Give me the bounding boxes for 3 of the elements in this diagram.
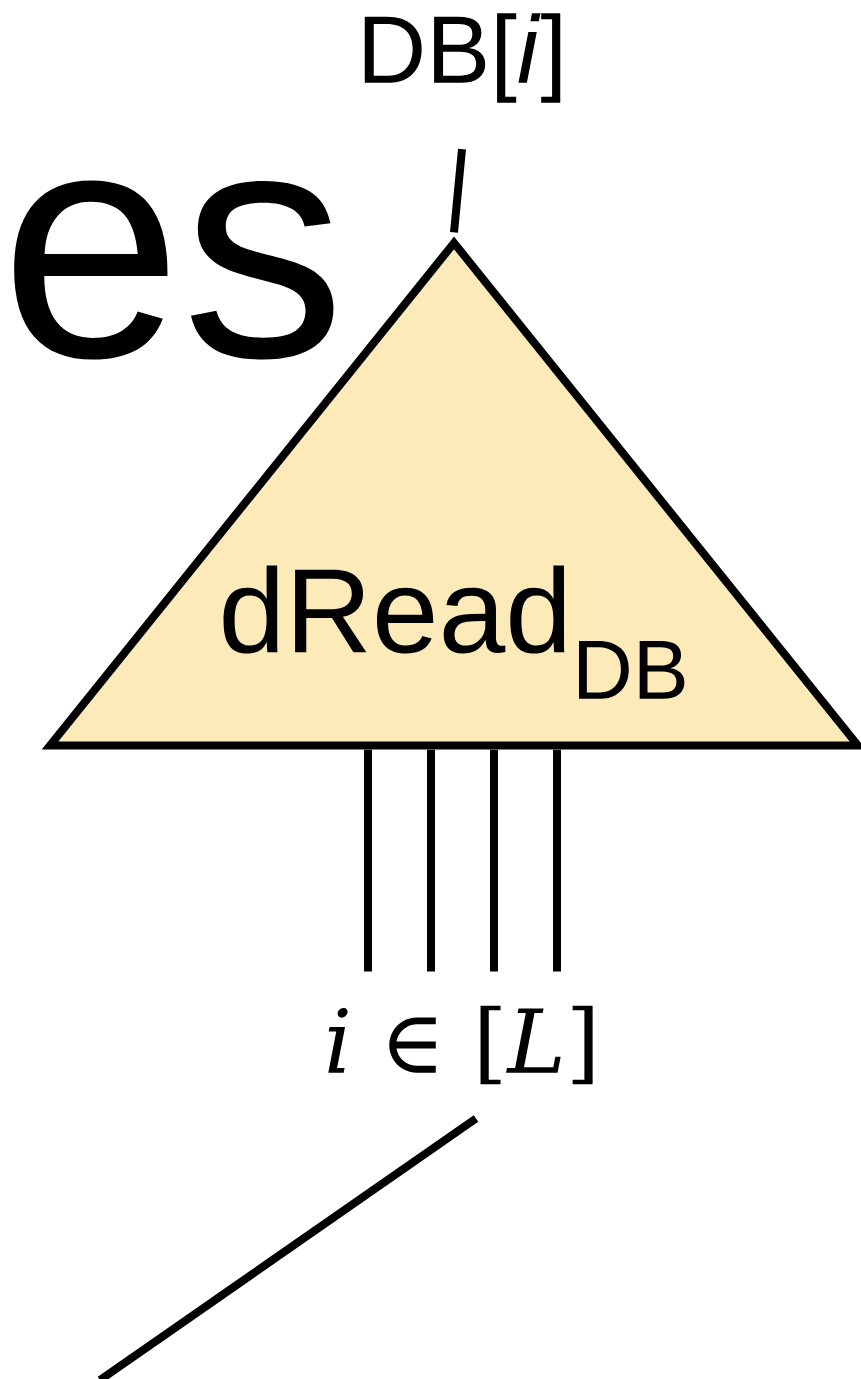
text-label: i ∈ [L]	[328, 1005, 593, 1085]
connector-line	[97, 1115, 479, 1379]
text-label: DB[i]	[364, 13, 561, 103]
